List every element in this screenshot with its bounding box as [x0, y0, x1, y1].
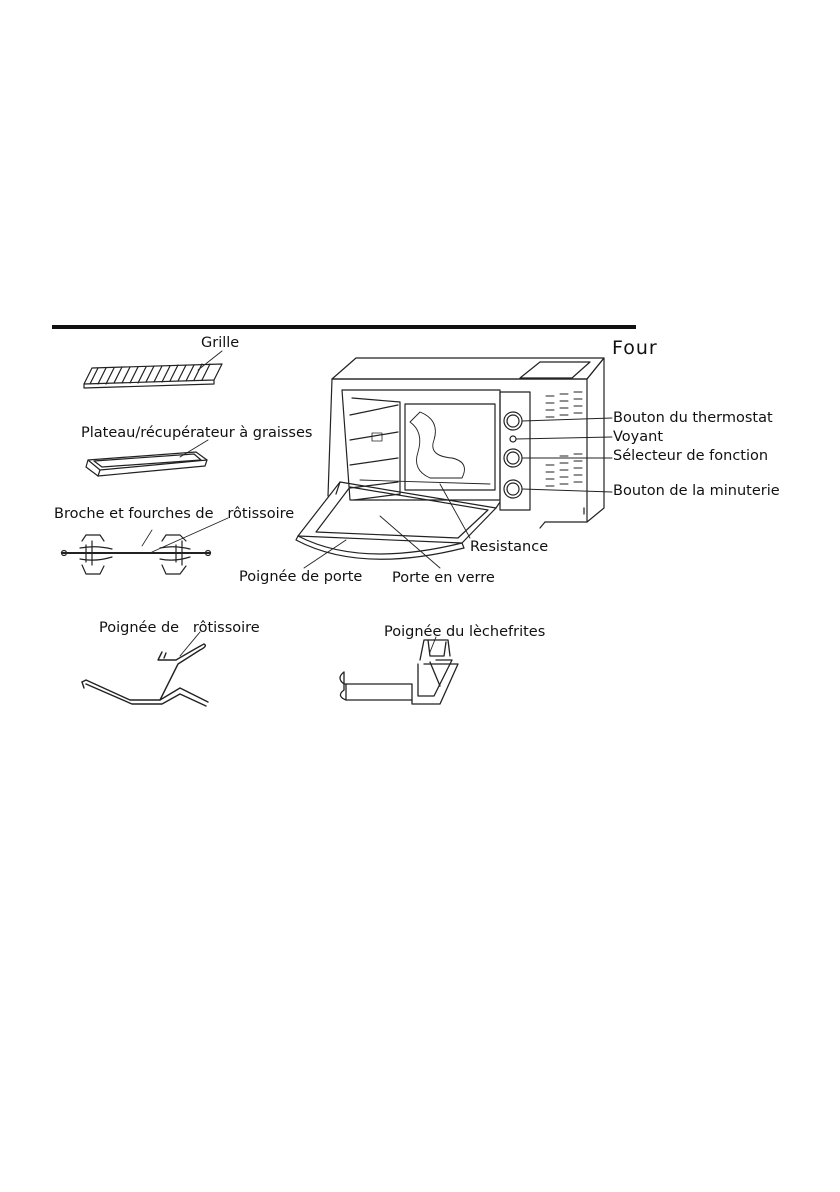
rotisserie-handle-drawing	[82, 644, 208, 706]
label-poignee-porte: Poignée de porte	[239, 568, 362, 586]
pan-handle-drawing	[340, 640, 458, 704]
label-selecteur: Sélecteur de fonction	[613, 447, 768, 465]
label-poignee-rotissoire: Poignée de rôtissoire	[99, 619, 260, 637]
diagram-title: Four	[612, 337, 658, 359]
label-porte-verre: Porte en verre	[392, 569, 495, 587]
label-poignee-lechefrites: Poignée du lèchefrites	[384, 623, 545, 641]
oven-drawing	[296, 358, 604, 559]
label-plateau: Plateau/récupérateur à graisses	[81, 424, 312, 442]
label-resistance: Resistance	[470, 538, 548, 556]
label-voyant: Voyant	[613, 428, 663, 446]
label-broche: Broche et fourches de rôtissoire	[54, 505, 294, 523]
rotisserie-spit-drawing	[62, 530, 211, 574]
baking-tray-drawing	[86, 452, 207, 476]
label-minuterie: Bouton de la minuterie	[613, 482, 780, 500]
label-grille: Grille	[201, 334, 239, 352]
label-thermostat: Bouton du thermostat	[613, 409, 773, 427]
